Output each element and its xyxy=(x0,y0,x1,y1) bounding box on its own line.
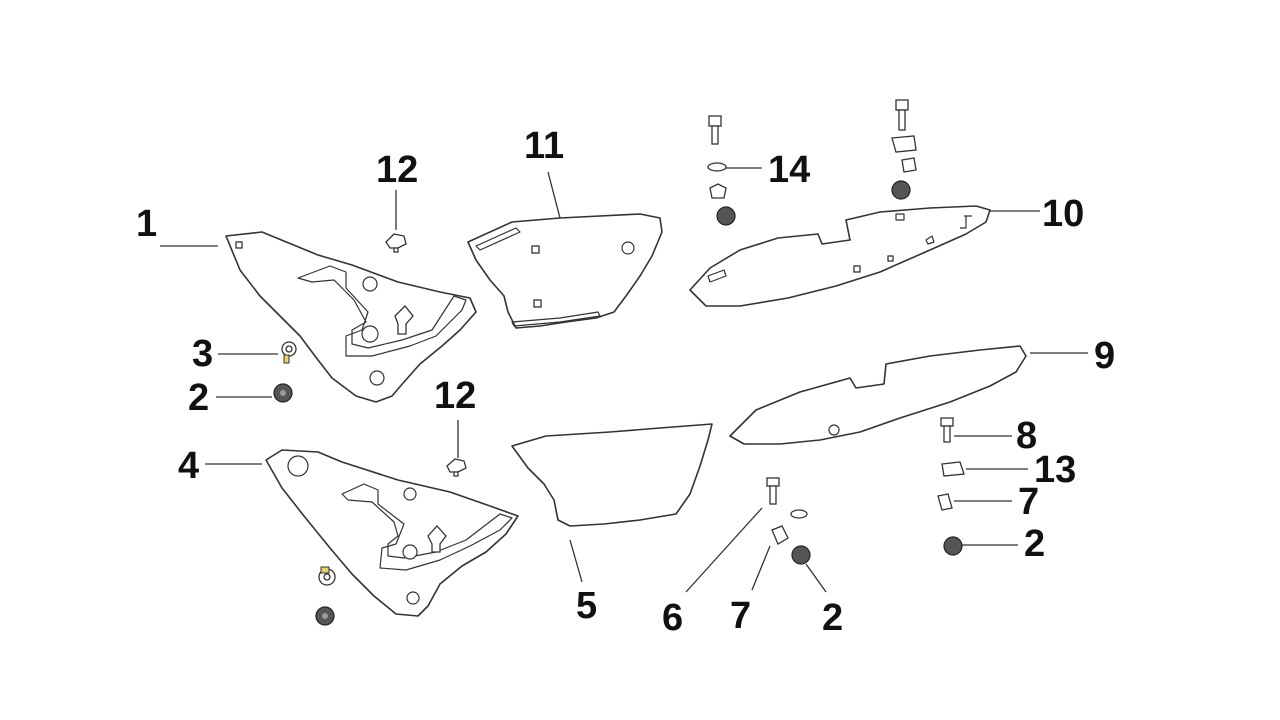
callout-7-middle: 7 xyxy=(730,595,751,637)
leader-lines xyxy=(160,167,1088,593)
screw-3-lower xyxy=(318,566,336,586)
nut-2-upper-left xyxy=(273,383,293,403)
washer-near-6 xyxy=(790,509,808,519)
callout-6: 6 xyxy=(662,597,683,639)
spacer-7-middle xyxy=(771,525,789,545)
clip-nut-13 xyxy=(941,461,965,477)
part-9-lower-right-cowl xyxy=(729,345,1027,445)
part-5-lower-middle-cover xyxy=(511,423,713,527)
spacer-7-right xyxy=(937,493,953,511)
screw-3-upper xyxy=(281,341,297,364)
clip-12-upper xyxy=(385,233,407,253)
callout-2-right: 2 xyxy=(1024,523,1045,565)
callout-11: 11 xyxy=(524,125,564,167)
callout-2-upper-left: 2 xyxy=(188,377,209,419)
callout-1: 1 xyxy=(136,203,157,245)
bolt-6 xyxy=(766,477,780,505)
part-11-upper-middle-cover xyxy=(467,213,663,329)
bolt-stack-14 xyxy=(707,115,736,226)
callout-14: 14 xyxy=(768,149,810,191)
part-10-upper-right-cowl xyxy=(689,205,991,307)
nut-2-middle xyxy=(791,545,811,565)
nut-2-right xyxy=(943,536,963,556)
part-1-upper-left-panel xyxy=(225,231,477,403)
callout-12-upper: 12 xyxy=(376,149,418,191)
callout-10: 10 xyxy=(1042,193,1084,235)
callout-13: 13 xyxy=(1034,449,1076,491)
callout-4: 4 xyxy=(178,445,199,487)
callout-7-right: 7 xyxy=(1018,481,1039,523)
bolt-stack-10 xyxy=(891,99,917,200)
callout-3: 3 xyxy=(192,333,213,375)
part-4-lower-left-panel xyxy=(265,449,519,617)
callout-8: 8 xyxy=(1016,415,1037,457)
bolt-8 xyxy=(940,417,954,443)
nut-2-lower-left xyxy=(315,606,335,626)
callout-9: 9 xyxy=(1094,335,1115,377)
callout-2-middle: 2 xyxy=(822,597,843,639)
callout-5: 5 xyxy=(576,585,597,627)
clip-12-lower xyxy=(446,458,467,477)
callout-12-lower: 12 xyxy=(434,375,476,417)
